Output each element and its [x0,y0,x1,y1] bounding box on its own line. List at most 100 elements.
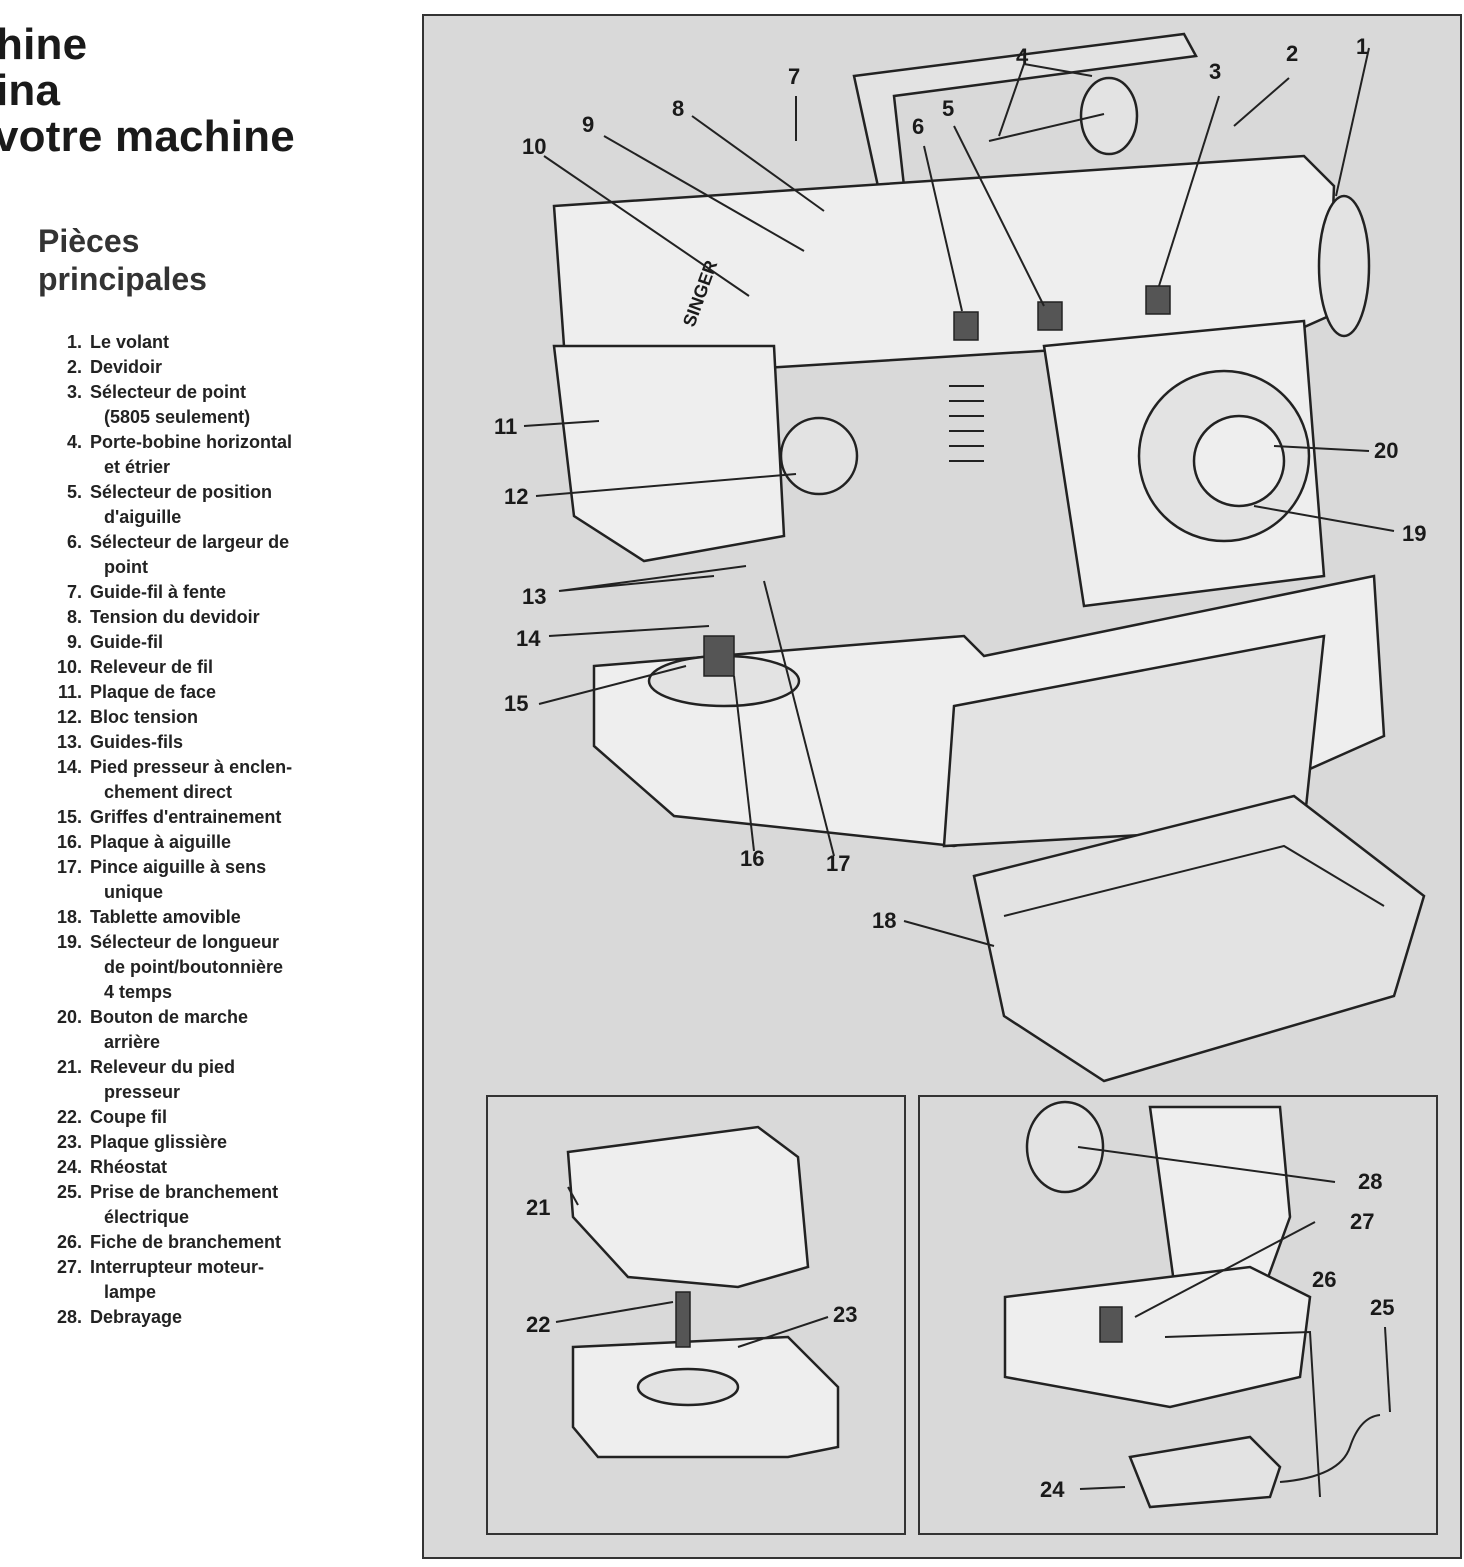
part-label-line: Pince aiguille à sens [90,857,267,877]
power-connections-illustration: 28 27 26 25 24 [1003,1100,1394,1509]
part-item-3: 3.Sélecteur de point(5805 seulement) [0,380,420,430]
part-label-line: Porte-bobine horizontal [90,432,292,452]
part-number: 6. [66,532,82,552]
part-label-line: Guides-fils [90,732,184,752]
title-line-3: votre machine [0,112,295,160]
part-item-24: 24.Rhéostat [0,1155,420,1180]
part-label-line: Coupe fil [90,1107,167,1127]
part-label: Sélecteur de longueur de point/boutonnièr… [90,930,340,1005]
callout-4: 4 [1016,44,1029,69]
part-label-line: lampe [104,1282,157,1302]
part-label: Griffes d'entrainement [90,805,340,830]
callout-2: 2 [1286,41,1298,66]
callout-23: 23 [833,1302,857,1327]
part-label: Guide-fil à fente [90,580,340,605]
part-number: 19. [56,932,82,952]
callout-lines [523,47,1395,947]
part-number: 5. [66,482,82,502]
part-item-18: 18.Tablette amovible [0,905,420,930]
part-label-line: Guide-fil [90,632,163,652]
part-number: 3. [66,382,82,402]
part-label-line: chement direct [104,782,233,802]
part-number: 9. [66,632,82,652]
part-number: 18. [56,907,82,927]
callout-5: 5 [942,96,954,121]
part-label-line: Plaque de face [90,682,217,702]
part-label: Plaque de face [90,680,340,705]
part-label-line: Interrupteur moteur- [90,1257,265,1277]
part-label: Plaque à aiguille [90,830,340,855]
part-label-line: Griffes d'entrainement [90,807,282,827]
part-label-line: arrière [104,1032,161,1052]
part-label: Fiche de branchement [90,1230,340,1255]
part-item-26: 26. Fiche de branchement [0,1230,420,1255]
part-number: 23. [56,1132,82,1152]
inset-left-panel: 21 22 23 [486,1095,906,1535]
part-label-line: Sélecteur de point [90,382,247,402]
part-item-14: 14. Pied presseur à enclen-chement direct [0,755,420,805]
part-label-line: Tension du devidoir [90,607,260,627]
part-label: Devidoir [90,355,340,380]
part-label-line: Bloc tension [90,707,199,727]
callout-12: 12 [504,484,528,509]
callout-6: 6 [912,114,924,139]
part-label: Interrupteur moteur-lampe [90,1255,340,1305]
part-label-line: point [104,557,148,577]
part-number: 27. [56,1257,82,1277]
part-number: 14. [56,757,82,777]
part-label: Releveur de fil [90,655,340,680]
callout-15: 15 [504,691,528,716]
part-label-line: Debrayage [90,1307,183,1327]
part-number: 11. [57,682,82,702]
part-label-line: électrique [104,1207,190,1227]
part-label-line: Pied presseur à enclen- [90,757,293,777]
part-item-2: 2.Devidoir [0,355,420,380]
callout-20: 20 [1374,438,1398,463]
inset-right-panel: 28 27 26 25 24 [918,1095,1438,1535]
part-label: Pied presseur à enclen-chement direct [90,755,340,805]
vent-slots [949,385,984,462]
part-item-8: 8.Tension du devidoir [0,605,420,630]
part-number: 26. [56,1232,82,1252]
part-item-13: 13. Guides-fils [0,730,420,755]
part-label: Guide-fil [90,630,340,655]
part-number: 25. [56,1182,82,1202]
part-label-line: Plaque glissière [90,1132,228,1152]
part-item-16: 16.Plaque à aiguille [0,830,420,855]
callout-14: 14 [516,626,541,651]
part-number: 12. [56,707,82,727]
callout-10: 10 [522,134,546,159]
part-label-line: de point/boutonnière [104,957,283,977]
part-label-line: Plaque à aiguille [90,832,232,852]
callout-1: 1 [1356,34,1368,59]
callout-24: 24 [1040,1477,1065,1502]
part-item-28: 28.Debrayage [0,1305,420,1330]
part-item-23: 23. Plaque glissière [0,1130,420,1155]
callout-22: 22 [526,1312,550,1337]
needle-area-illustration: 21 22 23 [526,1125,857,1459]
part-item-7: 7.Guide-fil à fente [0,580,420,605]
callout-7: 7 [788,64,800,89]
callout-16: 16 [740,846,764,871]
part-label: Coupe fil [90,1105,340,1130]
part-label: Debrayage [90,1305,340,1330]
part-label-line: Sélecteur de longueur [90,932,280,952]
part-number: 17. [56,857,82,877]
part-number: 13. [56,732,82,752]
part-label-line: Devidoir [90,357,163,377]
part-label: Bloc tension [90,705,340,730]
part-item-19: 19. Sélecteur de longueur de point/boutonn… [0,930,420,1005]
callout-19: 19 [1402,521,1426,546]
subtitle-line-2: principales [38,261,207,297]
part-label-line: Sélecteur de position [90,482,273,502]
part-number: 10. [56,657,82,677]
